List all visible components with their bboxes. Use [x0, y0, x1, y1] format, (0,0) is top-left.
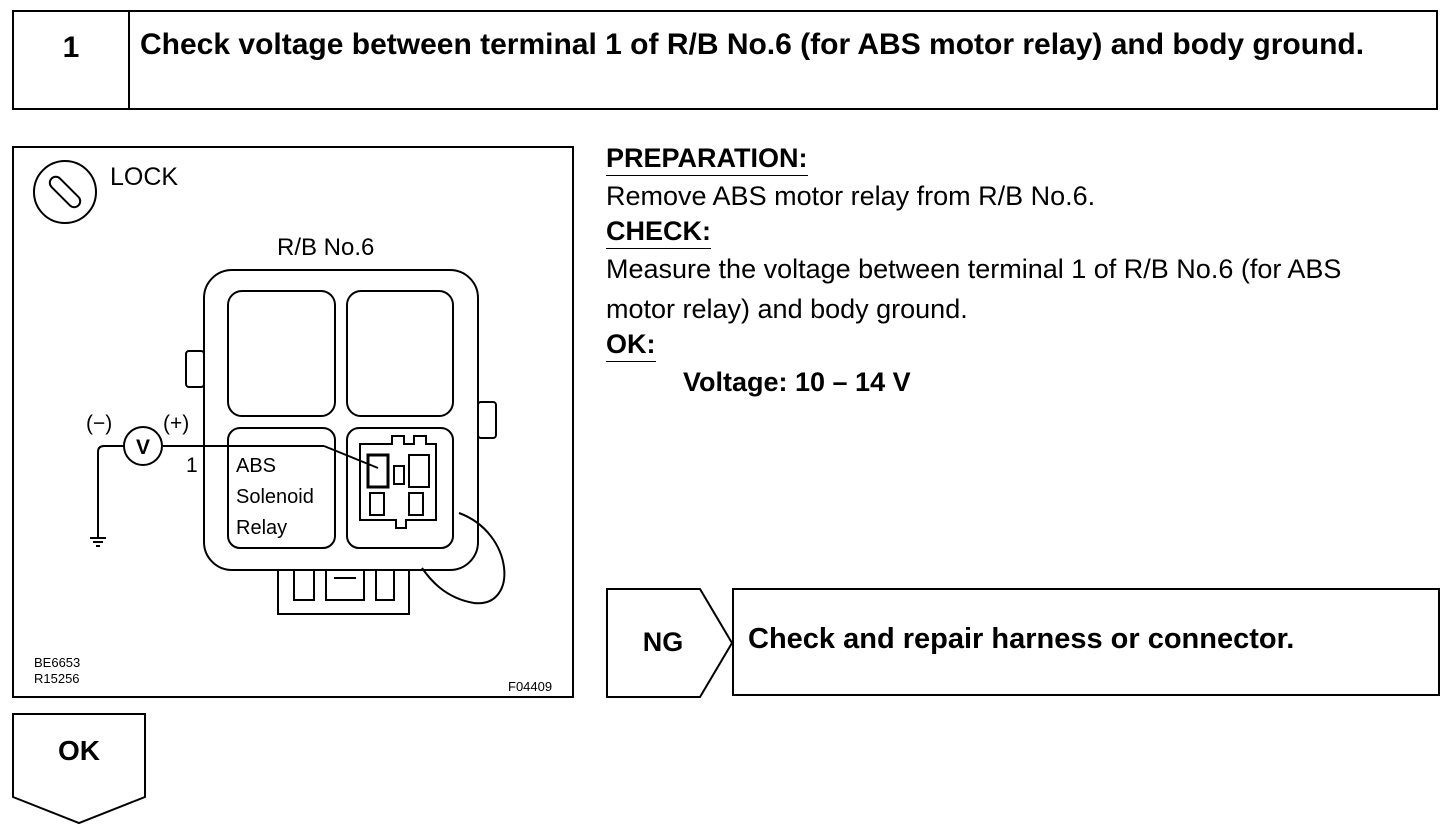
voltage-spec: Voltage: 10 – 14 V [683, 367, 911, 397]
positive-terminal-label: (+) [163, 412, 189, 435]
ok-heading: OK: [606, 329, 656, 362]
block-label: R/B No.6 [277, 234, 374, 261]
ignition-key-icon [33, 160, 97, 224]
voltmeter-icon: V [123, 426, 163, 466]
instructions: PREPARATION: Remove ABS motor relay from… [606, 143, 1452, 402]
ok-arrow-shape [12, 713, 146, 825]
voltmeter-wiring [90, 445, 379, 547]
figure-code-1: BE6653 [34, 655, 80, 670]
terminal-number-label: 1 [186, 454, 198, 477]
figure-code-3: F04409 [508, 679, 552, 694]
relay-block-diagram: LOCK R/B No.6 [33, 160, 552, 694]
relay-label-line-2: Solenoid [236, 486, 314, 508]
relay-block-figure: LOCK R/B No.6 [12, 146, 574, 698]
ng-label: NG [642, 627, 684, 657]
relay-label-line-3: Relay [236, 517, 287, 539]
step-title: Check voltage between terminal 1 of R/B … [140, 28, 1365, 61]
figure-code-2: R15256 [34, 671, 80, 686]
preparation-heading: PREPARATION: [606, 143, 808, 176]
relay-label-line-1: ABS [236, 455, 276, 477]
check-heading: CHECK: [606, 216, 711, 249]
ok-label: OK [58, 735, 100, 766]
relay-block-housing [185, 269, 506, 615]
lock-label: LOCK [110, 163, 178, 191]
check-text-line-2: motor relay) and body ground. [606, 294, 968, 324]
relay-socket [359, 435, 437, 529]
meter-label: V [136, 436, 150, 459]
check-text-line-1: Measure the voltage between terminal 1 o… [606, 254, 1342, 284]
step-header: 1 Check voltage between terminal 1 of R/… [12, 10, 1438, 110]
ng-action-box: Check and repair harness or connector. [732, 588, 1440, 696]
step-number: 1 [14, 12, 130, 108]
ng-action-text: Check and repair harness or connector. [748, 623, 1295, 655]
negative-terminal-label: (−) [86, 412, 112, 435]
preparation-text: Remove ABS motor relay from R/B No.6. [606, 181, 1096, 211]
ng-arrow-shape [606, 588, 734, 698]
